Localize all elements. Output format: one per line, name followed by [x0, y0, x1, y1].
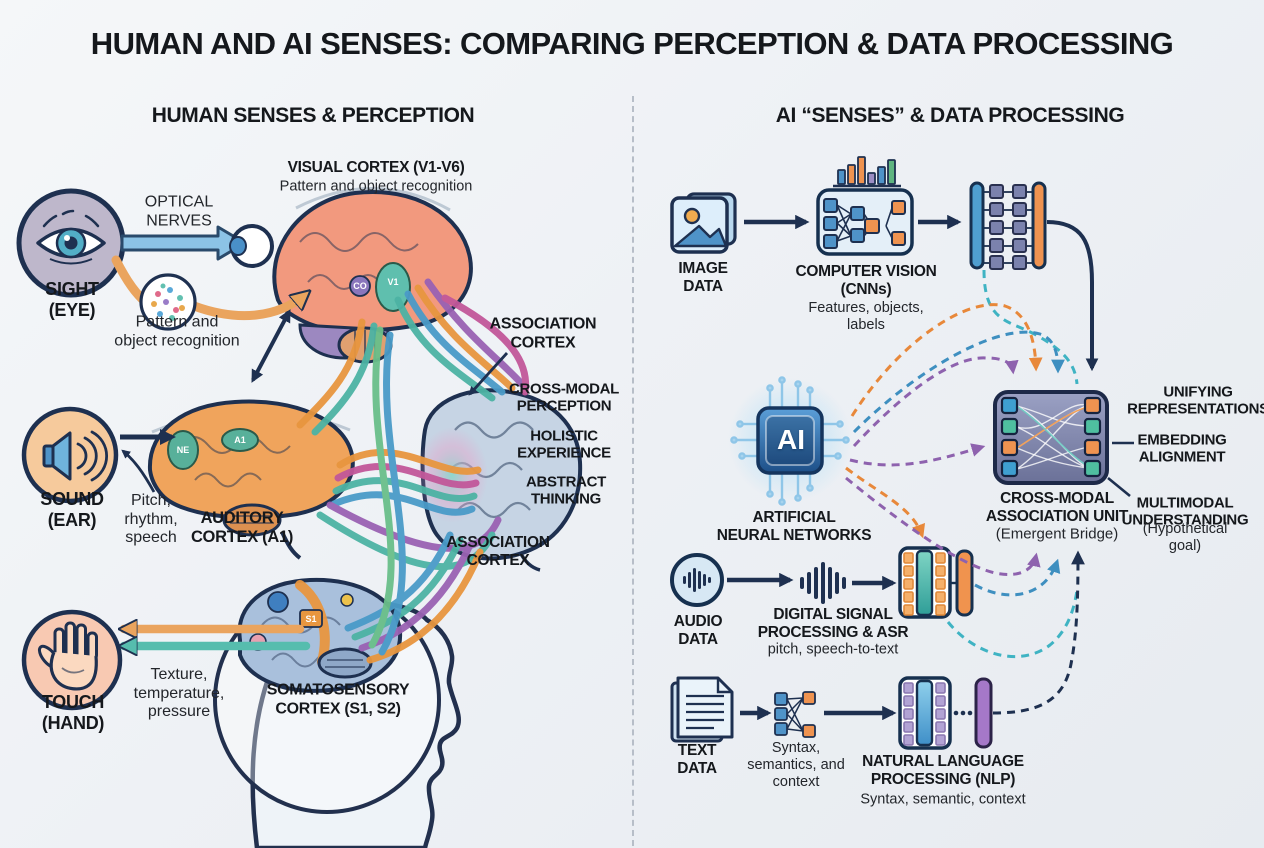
audio-data-label: AUDIO DATA [673, 613, 723, 648]
touch-sense [21, 609, 123, 711]
association-pointer-arrow [468, 352, 509, 396]
texture-temperature-pressure-label: Texture, temperature, pressure [133, 666, 225, 721]
visual-cortex-title: VISUAL CORTEX (V1-V6) [287, 159, 465, 177]
eye-icon [36, 209, 106, 265]
brain-region-tags: V1 CO NE A1 S1 [177, 277, 399, 624]
computer-vision-sub: Features, objects, labels [808, 300, 924, 333]
dsp-title: DIGITAL SIGNAL PROCESSING & ASR [757, 606, 909, 641]
svg-text:V1: V1 [387, 277, 398, 287]
image-data-icon [670, 192, 737, 254]
ai-dashed-arrows [845, 269, 1085, 715]
dsp-feature-block [898, 546, 974, 619]
brain-somatosensory-cortex [237, 577, 403, 693]
optical-nerve-arrow [120, 225, 247, 261]
cross-modal-unit-icon [993, 390, 1134, 498]
visual-cortex-sub: Pattern and object recognition [279, 178, 473, 195]
abstract-thinking-label: ABSTRACT THINKING [525, 473, 607, 508]
cnn-network-icon [816, 188, 914, 256]
svg-text:CO: CO [353, 281, 367, 291]
unifying-representations-label: UNIFYING REPRESENTATIONS [1127, 383, 1264, 418]
nlp-title: NATURAL LANGUAGE PROCESSING (NLP) [862, 753, 1024, 788]
holistic-experience-label: HOLISTIC EXPERIENCE [517, 427, 611, 462]
sight-label: SIGHT (EYE) [45, 279, 99, 320]
multimodal-understanding-label: MULTIMODAL UNDERSTANDING [1121, 494, 1249, 529]
optical-nerves-label: OPTICAL NERVES [144, 193, 214, 229]
eyeball-icon [229, 224, 274, 268]
computer-vision-title: COMPUTER VISION (CNNs) [795, 263, 937, 298]
ai-chip-label: AI [777, 423, 805, 455]
pitch-rhythm-speech-label: Pitch, rhythm, speech [124, 492, 178, 547]
sound-sense [21, 406, 119, 504]
human-arrows [111, 224, 509, 646]
audio-data-icon [670, 553, 724, 607]
feature-map-icon [969, 181, 1047, 270]
pattern-recognition-label: Pattern and object recognition [114, 313, 240, 349]
svg-text:S1: S1 [305, 614, 316, 624]
hand-icon [37, 621, 98, 691]
section-divider [632, 96, 634, 846]
ai-section-header: AI “SENSES” & DATA PROCESSING [775, 103, 1125, 127]
text-data-label: TEXT DATA [677, 742, 717, 777]
somatosensory-cortex-label: SOMATOSENSORY CORTEX (S1, S2) [266, 681, 410, 717]
speaker-icon [42, 430, 109, 482]
neural-fiber-bundles [296, 278, 530, 664]
image-data-label: IMAGE DATA [678, 260, 728, 295]
human-section-header: HUMAN SENSES & PERCEPTION [151, 103, 475, 127]
syntax-network-icon [774, 691, 816, 738]
cross-modal-perception-label: CROSS-MODAL PERCEPTION [508, 380, 620, 415]
auditory-cortex-label: AUDITORY CORTEX (A1) [190, 508, 294, 546]
sight-sense [16, 188, 126, 298]
waveform-glyph [800, 562, 846, 604]
association-cortex-lower-label: ASSOCIATION CORTEX [446, 534, 550, 569]
ai-chip-icon [728, 376, 852, 506]
ai-solid-arrows [727, 214, 1099, 721]
cmau-sub: (Emergent Bridge) [995, 525, 1119, 543]
nlp-feature-block [898, 676, 993, 750]
association-cortex-upper-label: ASSOCIATION CORTEX [489, 315, 597, 351]
nlp-sub: Syntax, semantic, context [860, 791, 1026, 808]
touch-label: TOUCH (HAND) [41, 692, 105, 733]
sound-label: SOUND (EAR) [40, 489, 104, 530]
multimodal-pointer-line [1107, 476, 1131, 498]
svg-text:A1: A1 [234, 435, 246, 445]
visual-assoc-double-arrow [251, 309, 291, 383]
multimodal-sub: (Hypothetical goal) [1142, 521, 1228, 554]
cmau-title: CROSS-MODAL ASSOCIATION UNIT [985, 490, 1129, 525]
svg-text:NE: NE [177, 445, 190, 455]
page-title: HUMAN AND AI SENSES: COMPARING PERCEPTIO… [90, 26, 1174, 62]
waveform-icon [683, 568, 711, 592]
syntax-semantics-label: Syntax, semantics, and context [747, 739, 845, 790]
histogram-icon [833, 156, 901, 188]
pitch-pointer-arrow [121, 449, 156, 493]
ann-label: ARTIFICIAL NEURAL NETWORKS [716, 509, 872, 544]
features-to-cmau-arrow [1046, 220, 1099, 372]
embedding-alignment-label: EMBEDDING ALIGNMENT [1137, 431, 1227, 466]
pattern-dots-icon [139, 273, 197, 331]
dsp-sub: pitch, speech-to-text [767, 641, 899, 658]
text-data-icon [670, 676, 734, 743]
brain-auditory-cortex [147, 399, 355, 560]
